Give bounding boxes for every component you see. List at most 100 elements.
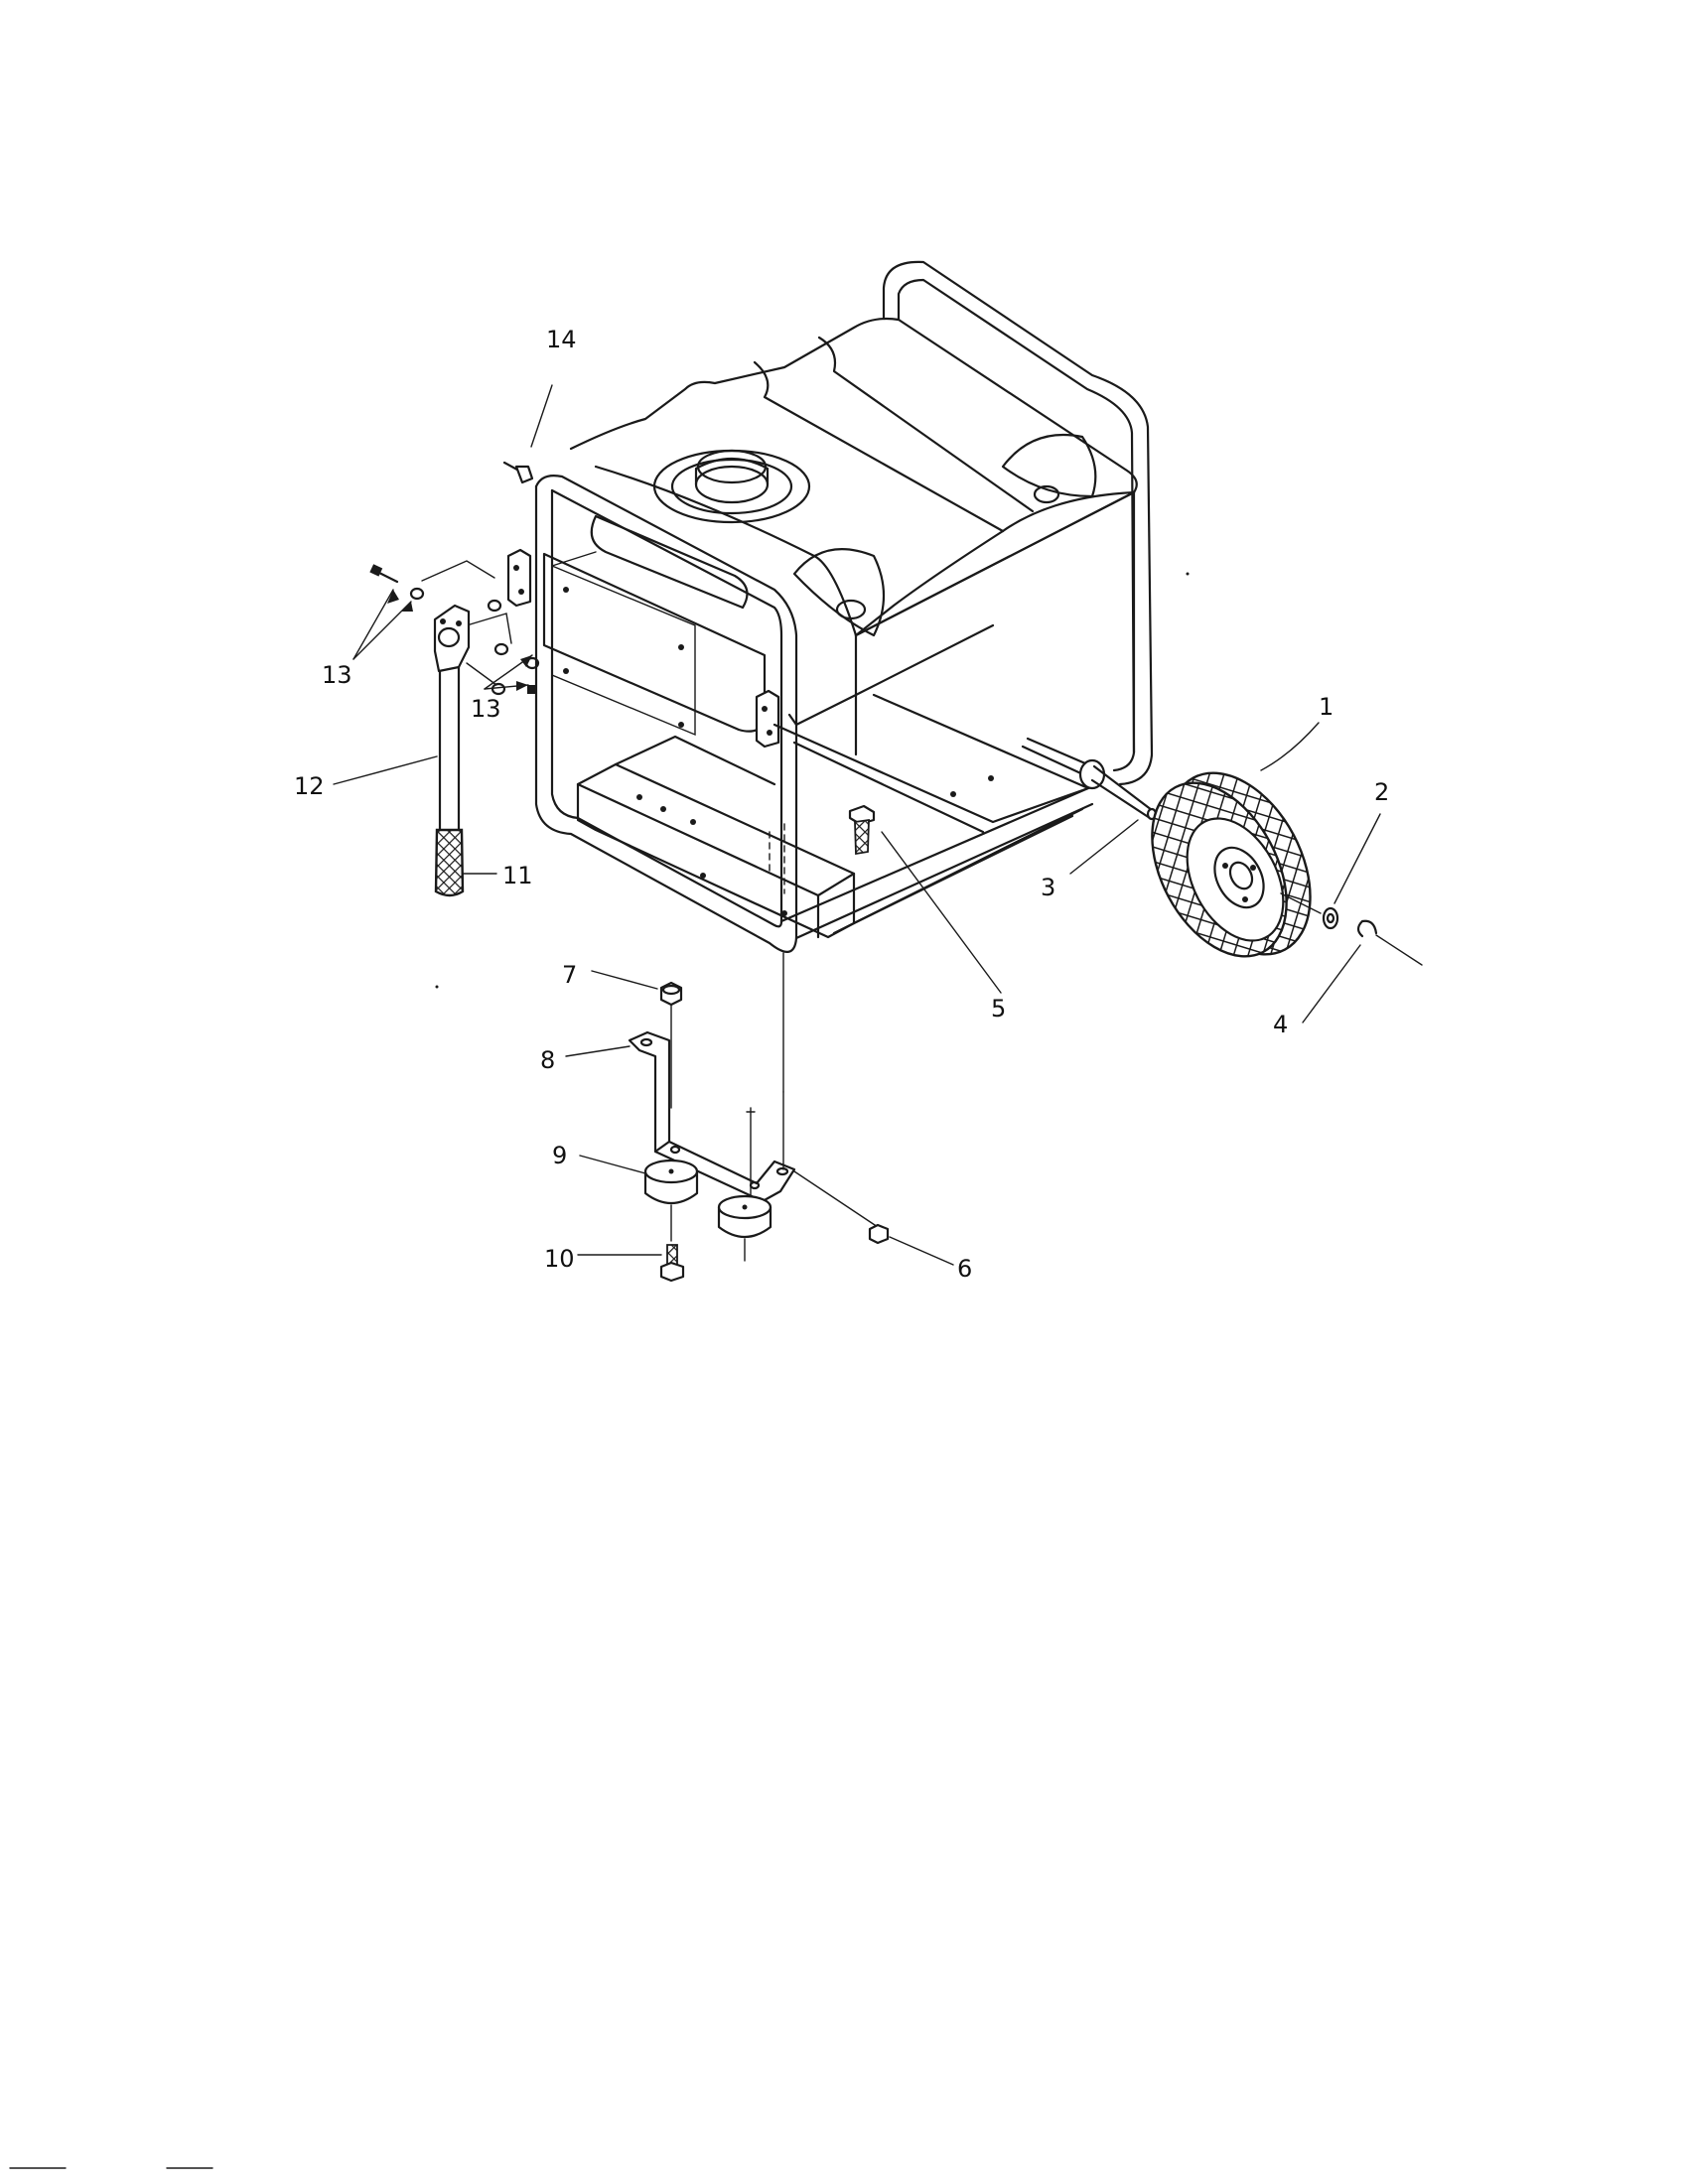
leader-13a-1 [352,589,394,660]
axle-tube-upper [1026,737,1094,768]
front-frame-tube-outer [534,484,798,953]
callout-3: 3 [1041,874,1055,901]
callout-1: 1 [1319,693,1333,721]
handle-align-line-lower [466,662,497,686]
handle-nut-right [493,642,509,656]
callout-13-lower: 13 [471,695,501,723]
tank-bolt-rear [1033,484,1060,504]
lower-handle-bracket [755,689,780,749]
callout-9: 9 [552,1142,567,1169]
rear-frame-tube [882,260,1154,786]
bracket-bend [653,1140,671,1154]
generator-body [506,260,1154,953]
callout-2: 2 [1374,778,1389,806]
callout-10: 10 [544,1245,575,1273]
front-frame-top-inner [550,488,783,717]
hex-nut [868,1223,890,1245]
handle-align-line-mid [466,613,512,644]
handle-bolt-upper [375,570,399,584]
bolt-thread [854,818,870,856]
axle-collar [1078,758,1106,790]
locking-pin [502,461,534,484]
axle-centerline-2 [1375,934,1423,966]
control-panel-plate [542,552,767,733]
tank-front-contour [594,465,858,637]
callout-14: 14 [546,326,577,353]
retaining-clip [1356,919,1378,938]
control-panel-inner [551,564,696,737]
isolator-bolt-head [659,1261,685,1283]
tank-ridge-front [753,360,1005,533]
flat-washer-hole [1326,912,1335,924]
tank-ridge-rear [817,336,1035,513]
fuel-cap [652,449,811,524]
callout-6: 6 [957,1255,972,1283]
tank-bolt-front [835,599,867,620]
axle-shaft-top [1092,764,1154,812]
tank-mid-contour [854,529,1005,637]
bracket-align-nut [793,1170,879,1228]
leader-lines [333,384,1381,1266]
leader-5 [881,831,1002,994]
callout-8: 8 [540,1046,555,1074]
callout-11: 11 [502,862,533,889]
axle-tube-lower [1021,745,1089,778]
handle-washer-lower-left [491,682,506,696]
handle-align-line-upper [421,560,495,582]
leader-2 [1333,813,1381,904]
callout-5: 5 [991,995,1006,1023]
rubber-isolator-right [717,1194,772,1239]
callout-13-upper: 13 [322,661,352,689]
leader-12 [333,755,438,785]
leader-9 [579,1155,646,1174]
handle-washer-upper-left [409,587,425,601]
upper-handle-bracket [506,548,532,608]
frame-bottom-rail-right [794,802,1094,940]
rubber-isolator-left [643,1159,699,1205]
mounting-bracket-assembly [628,952,890,1283]
leader-4 [1302,944,1361,1024]
isolator-bolt-thread [666,1244,678,1266]
flat-washer [1322,906,1339,930]
tank-handle-recess [590,514,749,610]
wheel [1151,771,1322,958]
engine-floor-front-edge [792,741,985,834]
engine-floor [772,693,1090,824]
callout-12: 12 [294,772,325,800]
handle-assembly [369,560,540,897]
axle-centerline-1 [1280,892,1322,914]
engine-base-rear [614,735,776,786]
engine-base-channel [576,762,856,939]
leader-7 [591,970,658,990]
front-frame-tube-inner [550,488,783,928]
rear-frame-tube-inner [897,278,1136,772]
axle-shaft-bottom [1090,778,1152,820]
callout-4: 4 [1273,1011,1288,1038]
wheel-bore [1228,861,1254,890]
mounting-bolt [848,804,876,856]
front-frame-top-outer [534,475,798,727]
leader-14 [530,384,553,448]
handle-pivot-hole [437,626,461,648]
leader-3 [1069,819,1139,875]
axle [1021,737,1158,821]
pin-head [514,465,534,484]
leader-1 [1260,722,1320,771]
fuel-tank-outline [569,317,1138,637]
tank-lug-rear [1001,433,1097,498]
mounting-bracket [628,1030,796,1203]
handle-washer-upper-right [487,599,502,613]
leader-6 [889,1236,954,1266]
handle-grip [434,828,465,897]
callout-7: 7 [562,961,577,989]
handle-nut-lower [527,685,536,694]
leader-8 [565,1045,631,1057]
tank-rear-contour [1001,490,1136,533]
tank-lug-front [792,548,886,637]
frame-side-rail [794,623,995,727]
body-top-edge [854,490,1136,637]
frame-bottom-rail-right-inner [779,786,1090,923]
rear-bottom-rail-inner [852,814,1074,925]
panel-top-lip [551,551,597,567]
